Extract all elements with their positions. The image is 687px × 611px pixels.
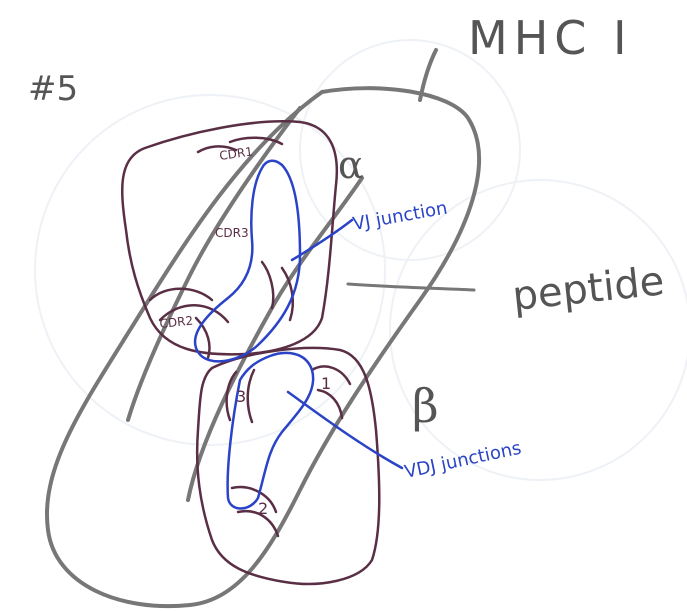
vdj-leader-line: [288, 392, 402, 468]
beta-domain-outline: [197, 348, 379, 584]
beta-label: β: [412, 379, 439, 433]
peptide-leader-line: [348, 284, 474, 290]
cdr3-alpha-label: CDR3: [215, 226, 249, 240]
alpha-label: α: [338, 143, 364, 187]
mhc-outline: [47, 50, 479, 606]
mhc-groove-line-1: [128, 108, 300, 420]
mhc-label: MHC I: [468, 11, 633, 65]
cdr1-beta-label: 1: [321, 374, 331, 393]
tcr-beta-chain: [197, 348, 379, 584]
page-number-label: #5: [28, 69, 78, 109]
peptide-label: peptide: [510, 258, 666, 320]
cdr2-alpha-label: CDR2: [159, 314, 194, 331]
mhc-stalk: [420, 50, 436, 100]
cdr2-beta-label: 2: [258, 499, 268, 518]
background-texture: [35, 40, 687, 480]
vj-junction-label: VJ junction: [351, 198, 449, 235]
cdr3-beta-label: 3: [236, 387, 246, 406]
vj-junction-loop: [195, 161, 300, 362]
